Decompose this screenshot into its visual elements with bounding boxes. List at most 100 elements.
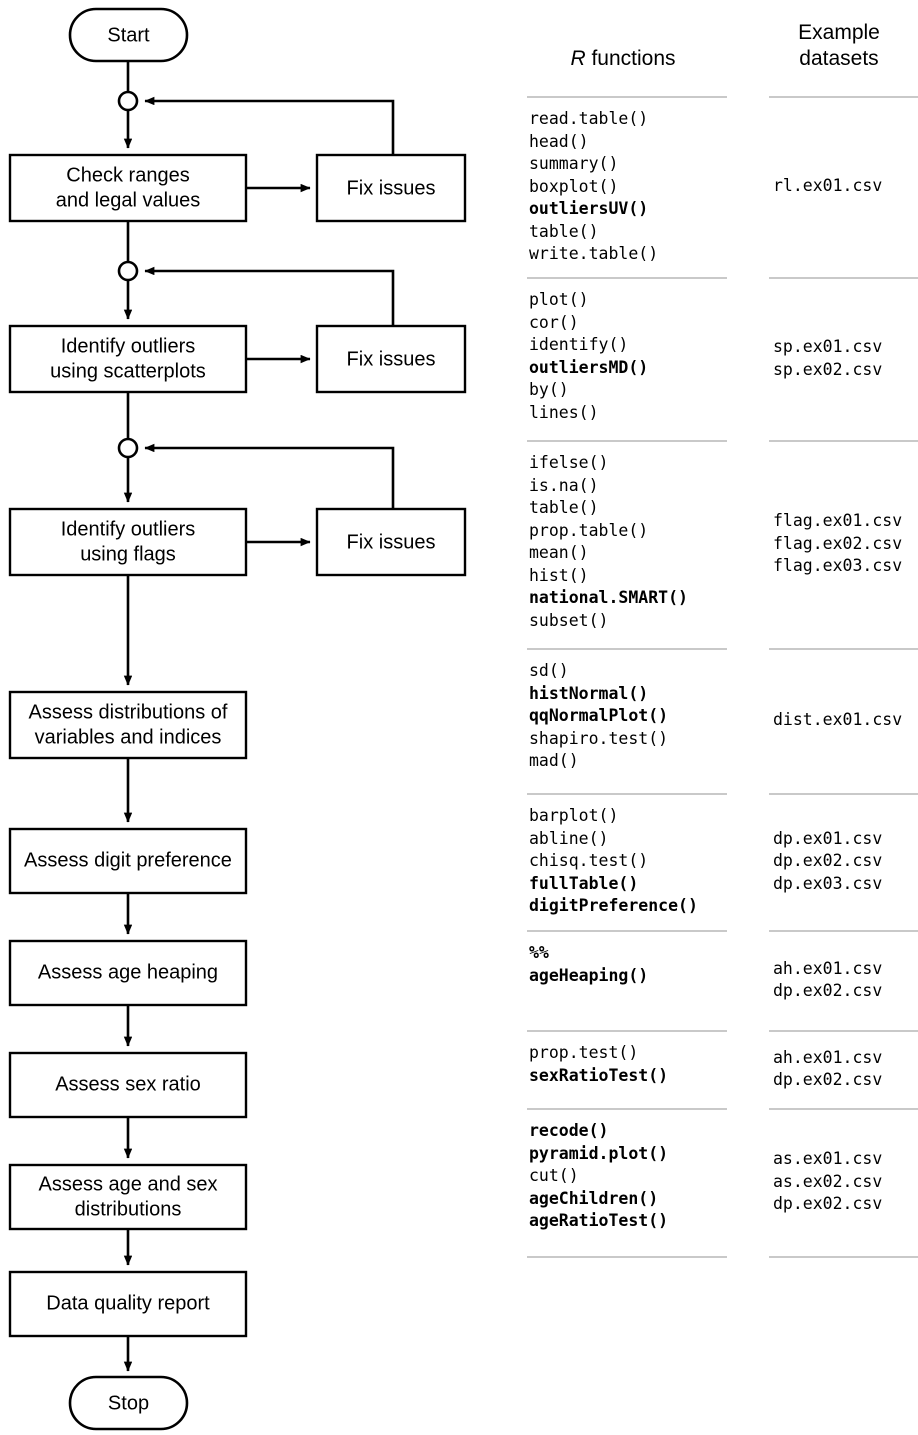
column-header-functions-word: functions — [585, 47, 676, 70]
node-check-ranges-label-line-1: Check ranges — [66, 164, 189, 186]
section-divider — [512, 1030, 918, 1033]
dataset-name: flag.ex02.csv — [773, 533, 903, 553]
loop-edge-fix-3-to-junction-3 — [144, 443, 395, 509]
reference-table-section: plot()cor()identify()outliersMD()by()lin… — [512, 277, 918, 440]
function-name: plot() — [529, 290, 589, 309]
section-divider — [512, 1108, 918, 1111]
function-name: cor() — [529, 312, 579, 332]
section-functions-cell: %% ageHeaping() — [512, 930, 737, 1030]
node-assess-age-sex-distributions — [8, 1163, 248, 1231]
function-name: barplot() — [529, 806, 619, 825]
loop-edge-fix-2-to-junction-2 — [144, 266, 395, 326]
dataset-name: dp.ex02.csv — [773, 981, 883, 1000]
function-name: ageChildren() — [529, 1188, 659, 1208]
dataset-name: rl.ex01.csv — [773, 176, 883, 196]
node-fix-issues-2-label: Fix issues — [347, 348, 436, 370]
function-name: lines() — [529, 402, 599, 422]
section-divider-functions — [527, 96, 727, 98]
section-divider-datasets — [768, 440, 918, 442]
function-name: ageHeaping() — [529, 965, 649, 985]
function-name: digitPreference() — [529, 896, 698, 915]
function-name: histNormal() — [529, 683, 649, 703]
section-divider — [512, 96, 918, 99]
section-divider-datasets — [768, 277, 918, 279]
section-divider-functions — [527, 648, 727, 650]
node-stop-label: Stop — [108, 1392, 149, 1414]
dataset-name: dp.ex02.csv — [773, 1070, 883, 1089]
node-assess-distributions-label-line-2: variables and indices — [35, 726, 222, 748]
dataset-name: as.ex02.csv — [773, 1171, 883, 1191]
junction-node-3 — [117, 437, 139, 459]
node-identify-outliers-scatterplots-label-line-2: using scatterplots — [50, 360, 206, 382]
node-fix-issues-1 — [315, 153, 467, 223]
junction-node-2 — [117, 260, 139, 282]
dataset-name: dp.ex02.csv — [773, 1194, 883, 1214]
function-name: subset() — [529, 610, 609, 630]
dataset-name: flag.ex01.csv — [773, 511, 903, 531]
column-header-r-functions: R functions — [512, 46, 734, 72]
column-header-datasets-line-1: Example — [798, 21, 880, 44]
section-divider-functions — [527, 1108, 727, 1110]
section-divider-datasets — [768, 1030, 918, 1032]
section-functions-cell: ifelse()is.na()table()prop.table()mean()… — [512, 440, 737, 648]
function-name: mad() — [529, 751, 579, 770]
function-name: abline() — [529, 828, 609, 848]
function-name: boxplot() — [529, 176, 619, 196]
node-data-quality-report — [8, 1270, 248, 1338]
section-datasets-cell: rl.ex01.csv — [737, 96, 918, 277]
section-functions-cell: prop.test()sexRatioTest() — [512, 1030, 737, 1108]
reference-table-section: read.table()head()summary()boxplot()outl… — [512, 96, 918, 277]
function-name: outliersUV() — [529, 199, 649, 218]
function-name: ageRatioTest() — [529, 1211, 669, 1230]
function-name: fullTable() — [529, 873, 639, 893]
reference-table-section: barplot()abline()chisq.test()fullTable()… — [512, 793, 918, 930]
section-divider-datasets — [768, 1108, 918, 1110]
function-name: table() — [529, 498, 599, 517]
section-divider-datasets — [768, 793, 918, 795]
reference-table: R functions Example datasets read.table(… — [512, 0, 918, 1300]
function-name: national.SMART() — [529, 588, 688, 607]
node-assess-distributions-label-line-1: Assess distributions of — [29, 701, 228, 723]
section-functions-cell: recode()pyramid.plot()cut()ageChildren()… — [512, 1108, 737, 1256]
node-assess-age-sex-distributions-label-line-1: Assess age and sex — [39, 1173, 218, 1195]
dataset-name: dp.ex01.csv — [773, 828, 883, 848]
section-divider-final — [512, 1256, 918, 1259]
function-name: qqNormalPlot() — [529, 706, 669, 725]
node-assess-age-heaping-label: Assess age heaping — [38, 961, 218, 983]
node-assess-sex-ratio — [8, 1051, 248, 1119]
dataset-name: dp.ex03.csv — [773, 873, 883, 893]
node-fix-issues-1-label: Fix issues — [347, 177, 436, 199]
section-divider-datasets — [768, 930, 918, 932]
node-assess-age-sex-distributions-label-line-2: distributions — [75, 1198, 182, 1220]
function-name: sexRatioTest() — [529, 1065, 669, 1085]
section-divider — [512, 648, 918, 651]
function-name: cut() — [529, 1166, 579, 1185]
function-name: head() — [529, 131, 589, 151]
function-name: %% — [529, 943, 549, 962]
junction-node-1 — [117, 90, 139, 112]
function-name: table() — [529, 221, 599, 241]
function-name: write.table() — [529, 244, 659, 263]
section-functions-cell: plot()cor()identify()outliersMD()by()lin… — [512, 277, 737, 440]
node-identify-outliers-scatterplots-label-line-1: Identify outliers — [61, 335, 196, 357]
node-data-quality-report-label: Data quality report — [46, 1292, 210, 1314]
section-functions-cell: sd()histNormal()qqNormalPlot()shapiro.te… — [512, 648, 737, 793]
column-header-datasets-line-2: datasets — [799, 47, 879, 70]
function-name: shapiro.test() — [529, 728, 669, 748]
section-functions-cell: barplot()abline()chisq.test()fullTable()… — [512, 793, 737, 930]
column-header-example-datasets: Example datasets — [752, 20, 918, 72]
node-stop-shape — [68, 1375, 189, 1431]
dataset-name: flag.ex03.csv — [773, 556, 903, 576]
section-divider-functions — [527, 930, 727, 932]
function-name: pyramid.plot() — [529, 1143, 669, 1163]
section-divider-functions — [527, 1030, 727, 1032]
node-assess-digit-preference — [8, 827, 248, 895]
